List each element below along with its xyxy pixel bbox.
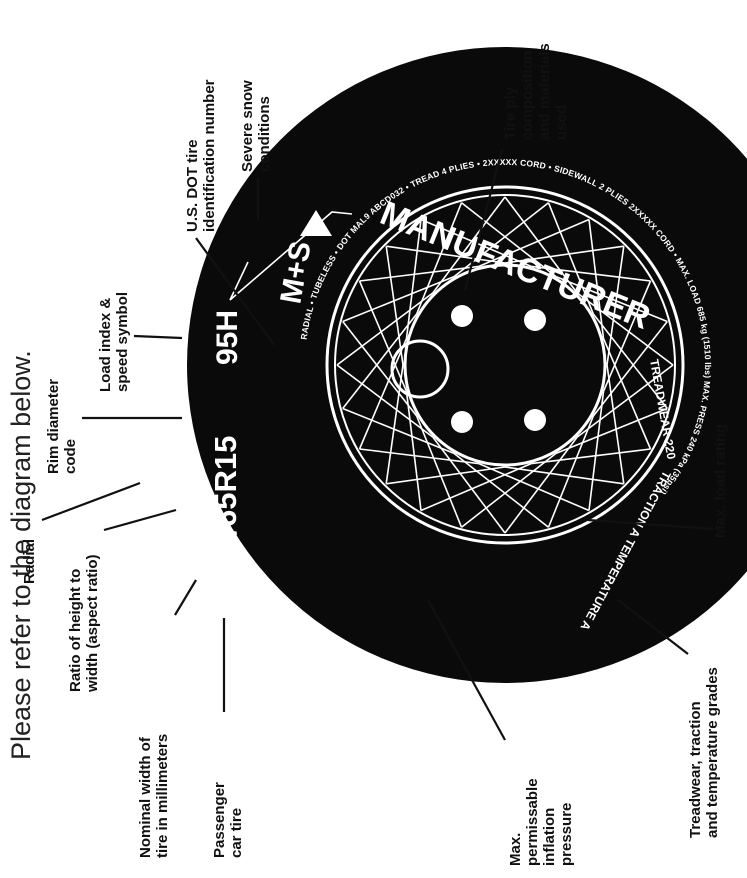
lug-hole	[524, 409, 546, 431]
tire-size-code: P215/65R15	[208, 436, 243, 608]
leader-aspect	[104, 510, 176, 530]
callout-radial: Radial	[21, 539, 38, 584]
callout-snow: Severe snow conditions	[239, 76, 273, 172]
callout-pressure: Max. permissable inflation pressure	[507, 774, 575, 866]
lug-hole	[451, 305, 473, 327]
callout-load: Load index & speed symbol	[97, 292, 131, 392]
lug-hole	[524, 309, 546, 331]
callout-rim: Rim diameter code	[45, 375, 79, 474]
leader-radial	[42, 483, 140, 520]
load-speed-code: 95H	[211, 310, 244, 365]
callout-width: Nominal width of tire in millimeters	[137, 733, 171, 858]
lug-hole	[451, 411, 473, 433]
callout-aspect: Ratio of height to width (aspect ratio)	[67, 554, 101, 693]
callout-dot: U.S. DOT tire identification number	[184, 79, 218, 232]
callout-passenger: Passenger car tire	[211, 778, 245, 858]
callout-grades: Treadwear, traction and temperature grad…	[687, 667, 721, 838]
leader-load	[134, 336, 182, 338]
callout-maxload: Max. load rating	[712, 424, 729, 538]
